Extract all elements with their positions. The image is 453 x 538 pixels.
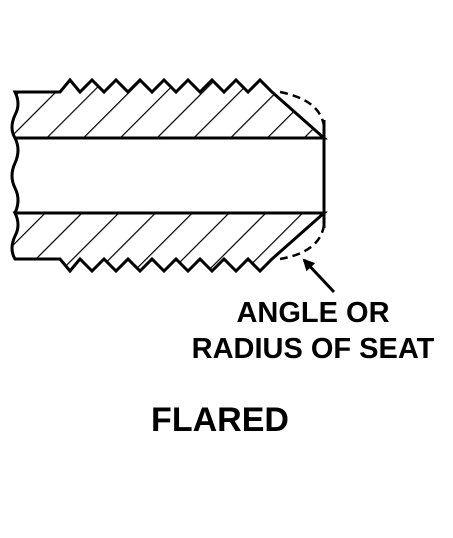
callout-line-2: RADIUS OF SEAT [192,333,435,365]
lower-wall-section [10,211,328,274]
callout-line-1: ANGLE OR [236,297,389,329]
callout-leader-arrow [302,258,336,294]
seat-radius-lower [279,224,326,261]
break-line [10,137,20,214]
diagram-caption: FLARED [151,401,289,439]
seat-radius-upper [279,90,326,127]
upper-wall-section [10,77,328,140]
